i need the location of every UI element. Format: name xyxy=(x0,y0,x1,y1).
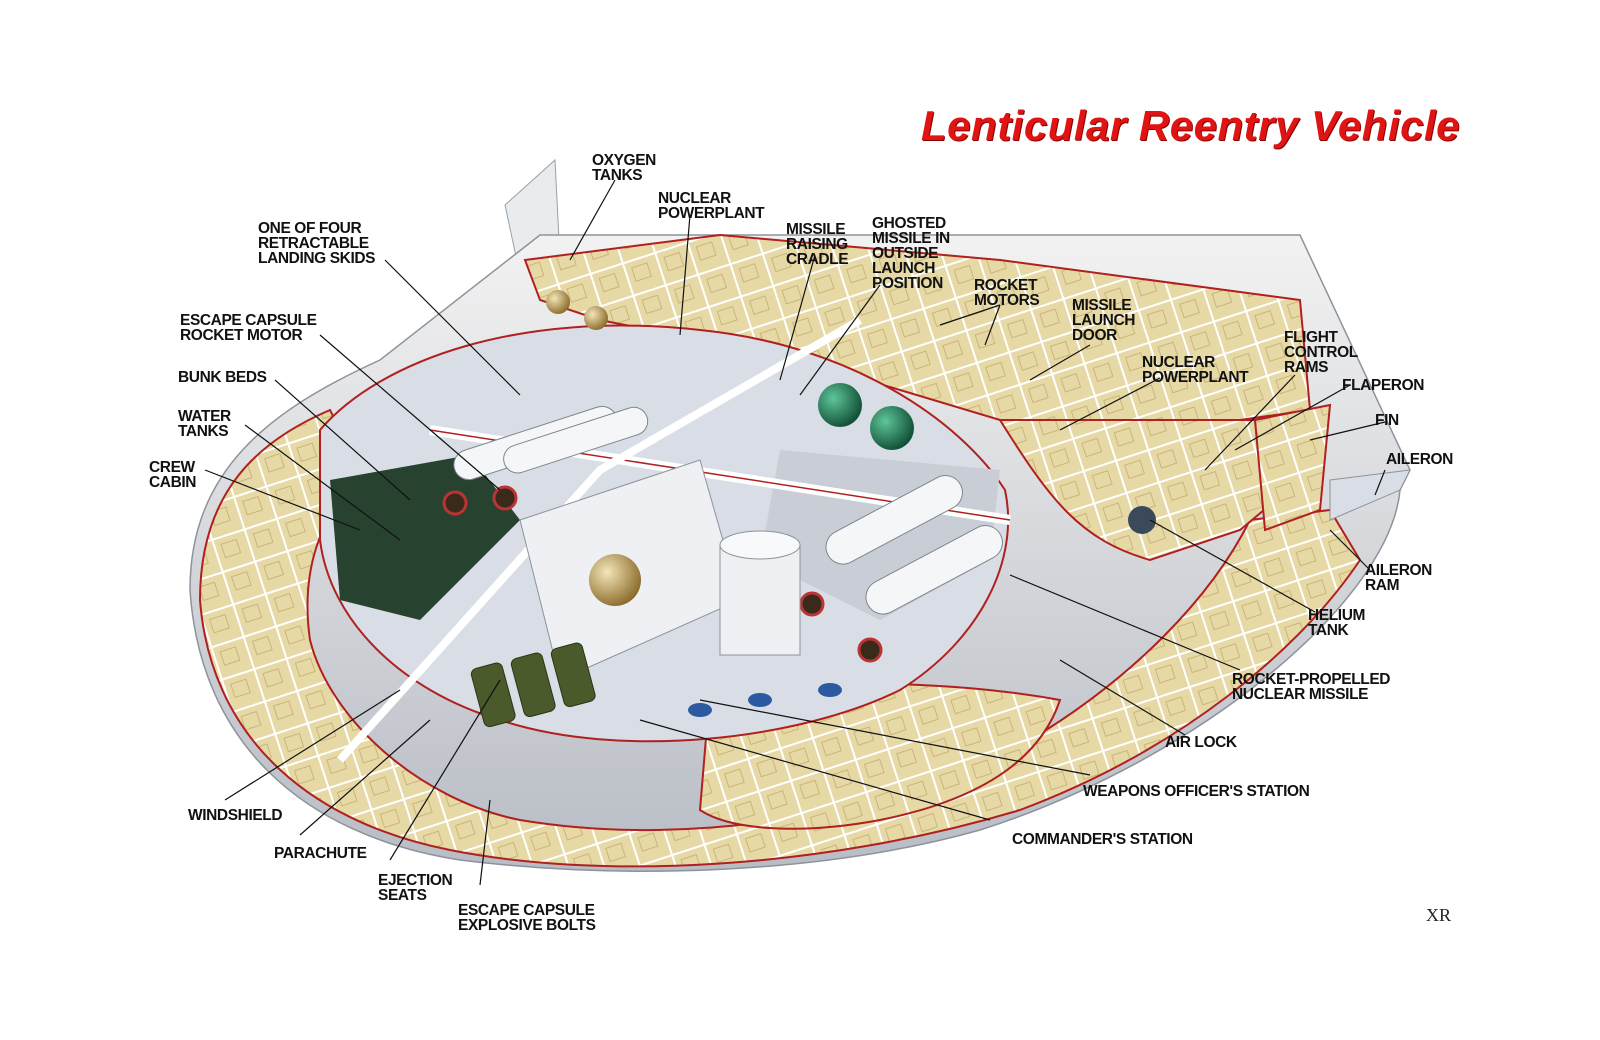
label-parachute: PARACHUTE xyxy=(274,845,367,862)
diagram-title: Lenticular Reentry Vehicle xyxy=(921,102,1460,149)
ejection-seat-group xyxy=(470,642,596,728)
helium-sphere-2 xyxy=(870,406,914,450)
label-water-tanks: WATER TANKS xyxy=(178,408,231,440)
label-air-lock: AIR LOCK xyxy=(1165,734,1237,751)
artist-credit: XR xyxy=(1426,905,1452,925)
label-escape-capsule-rocket-motor: ESCAPE CAPSULE ROCKET MOTOR xyxy=(180,312,317,344)
label-flaperon: FLAPERON xyxy=(1342,377,1425,394)
leader-lines xyxy=(204,179,1386,886)
helium-sphere-1 xyxy=(818,383,862,427)
label-nuclear-powerplant-top: NUCLEAR POWERPLANT xyxy=(658,190,765,222)
label-fin: FIN xyxy=(1375,412,1399,429)
helium-tank xyxy=(1128,506,1156,534)
label-bunk-beds: BUNK BEDS xyxy=(178,369,267,386)
keel xyxy=(337,316,862,763)
label-aileron-ram: AILERON RAM xyxy=(1365,562,1432,594)
label-commanders-station: COMMANDER'S STATION xyxy=(1012,831,1193,848)
label-landing-skids: ONE OF FOUR RETRACTABLE LANDING SKIDS xyxy=(258,220,376,267)
label-weapons-officer-station: WEAPONS OFFICER'S STATION xyxy=(1083,783,1310,800)
label-missile-launch-door: MISSILE LAUNCH DOOR xyxy=(1072,297,1136,344)
tail-fin xyxy=(1253,403,1332,532)
label-rocket-propelled-missile: ROCKET-PROPELLED NUCLEAR MISSILE xyxy=(1232,671,1391,703)
label-ghosted-missile: GHOSTED MISSILE IN OUTSIDE LAUNCH POSITI… xyxy=(872,215,950,292)
label-nuclear-powerplant-right: NUCLEAR POWERPLANT xyxy=(1142,354,1249,386)
label-rocket-motors: ROCKET MOTORS xyxy=(974,277,1040,309)
brass-tank xyxy=(589,554,641,606)
oxygen-tank-1 xyxy=(546,290,570,314)
label-missile-raising-cradle: MISSILE RAISING CRADLE xyxy=(786,221,849,268)
label-ejection-seats: EJECTION SEATS xyxy=(378,872,453,904)
label-windshield: WINDSHIELD xyxy=(188,807,283,824)
stations xyxy=(688,683,842,717)
label-aileron: AILERON xyxy=(1386,451,1453,468)
missiles xyxy=(453,405,1003,615)
structural-rim xyxy=(198,408,1362,868)
crew-deck xyxy=(330,455,520,620)
oxygen-tank-2 xyxy=(584,306,608,330)
label-flight-control-rams: FLIGHT CONTROL RAMS xyxy=(1284,329,1358,376)
label-helium-tank: HELIUM TANK xyxy=(1308,607,1366,639)
label-escape-capsule-explosive-bolts: ESCAPE CAPSULE EXPLOSIVE BOLTS xyxy=(458,902,596,934)
missile-nozzles xyxy=(442,485,883,663)
label-oxygen-tanks: OXYGEN TANKS xyxy=(592,152,656,184)
label-crew-cabin: CREW CABIN xyxy=(149,459,197,491)
air-lock-cylinder xyxy=(719,544,801,656)
